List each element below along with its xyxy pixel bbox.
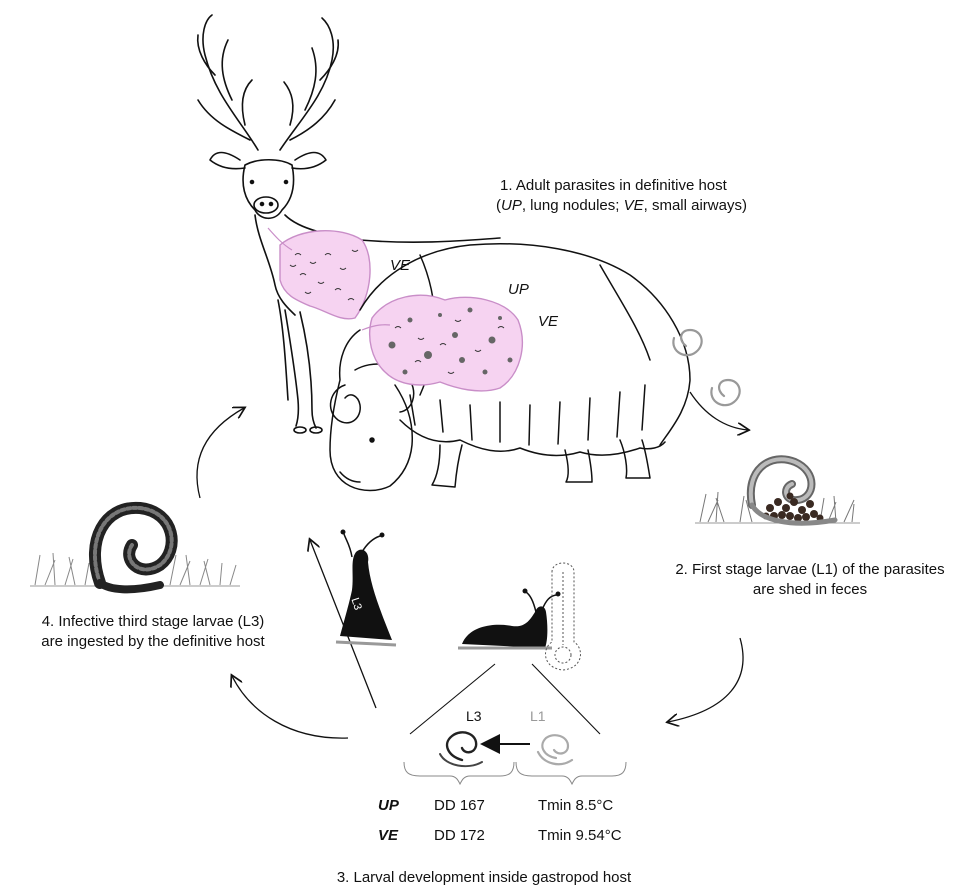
l3-larva-in-grass: [30, 508, 240, 590]
l1-brace: [516, 762, 626, 784]
table-row-2-dd: DD 172: [434, 826, 485, 846]
step-3-caption: 3. Larval development inside gastropod h…: [300, 868, 668, 888]
step-1-line-1: 1. Adult parasites in definitive host: [500, 176, 747, 196]
step-2-line-2: are shed in feces: [655, 580, 965, 600]
l3-larva-icon: [440, 732, 482, 766]
ve-abbrev: VE: [624, 197, 644, 214]
step-1-caption: 1. Adult parasites in definitive host (U…: [500, 176, 747, 216]
l1-larva-icon: [538, 735, 572, 764]
step-4-caption: 4. Infective third stage larvae (L3) are…: [8, 612, 298, 652]
arrow-3-to-4: [232, 676, 348, 738]
deer-ve-label: VE: [390, 256, 410, 276]
step-1-line-2: (UP, lung nodules; VE, small airways): [496, 196, 747, 216]
slug-with-thermometer: [458, 563, 580, 670]
muskox-lungs: [362, 295, 522, 391]
arrow-2-to-3: [668, 638, 743, 722]
shed-arrow: [690, 392, 748, 430]
up-abbrev: UP: [501, 197, 522, 214]
table-row-1-dd: DD 167: [434, 796, 485, 816]
step-4-line-1: 4. Infective third stage larvae (L3): [8, 612, 298, 632]
table-row-2-species: VE: [378, 826, 398, 846]
muskox-ve-label: VE: [538, 312, 558, 332]
development-triangle: [410, 664, 600, 734]
deer-lungs: [268, 228, 370, 319]
step-4-line-2: are ingested by the definitive host: [8, 632, 298, 652]
table-row-1-tmin: Tmin 8.5°C: [538, 796, 613, 816]
feces-with-larva: [695, 459, 860, 523]
l3-label: L3: [466, 708, 482, 724]
slug-with-l3: [336, 530, 396, 646]
table-row-2-tmin: Tmin 9.54°C: [538, 826, 622, 846]
thermometer-icon: [546, 563, 581, 670]
step-2-caption: 2. First stage larvae (L1) of the parasi…: [655, 560, 965, 600]
muskox-up-label: UP: [508, 280, 529, 300]
arrow-4-to-1: [197, 408, 244, 498]
l1-label: L1: [530, 708, 546, 724]
table-row-1-species: UP: [378, 796, 399, 816]
step-2-line-1: 2. First stage larvae (L1) of the parasi…: [655, 560, 965, 580]
